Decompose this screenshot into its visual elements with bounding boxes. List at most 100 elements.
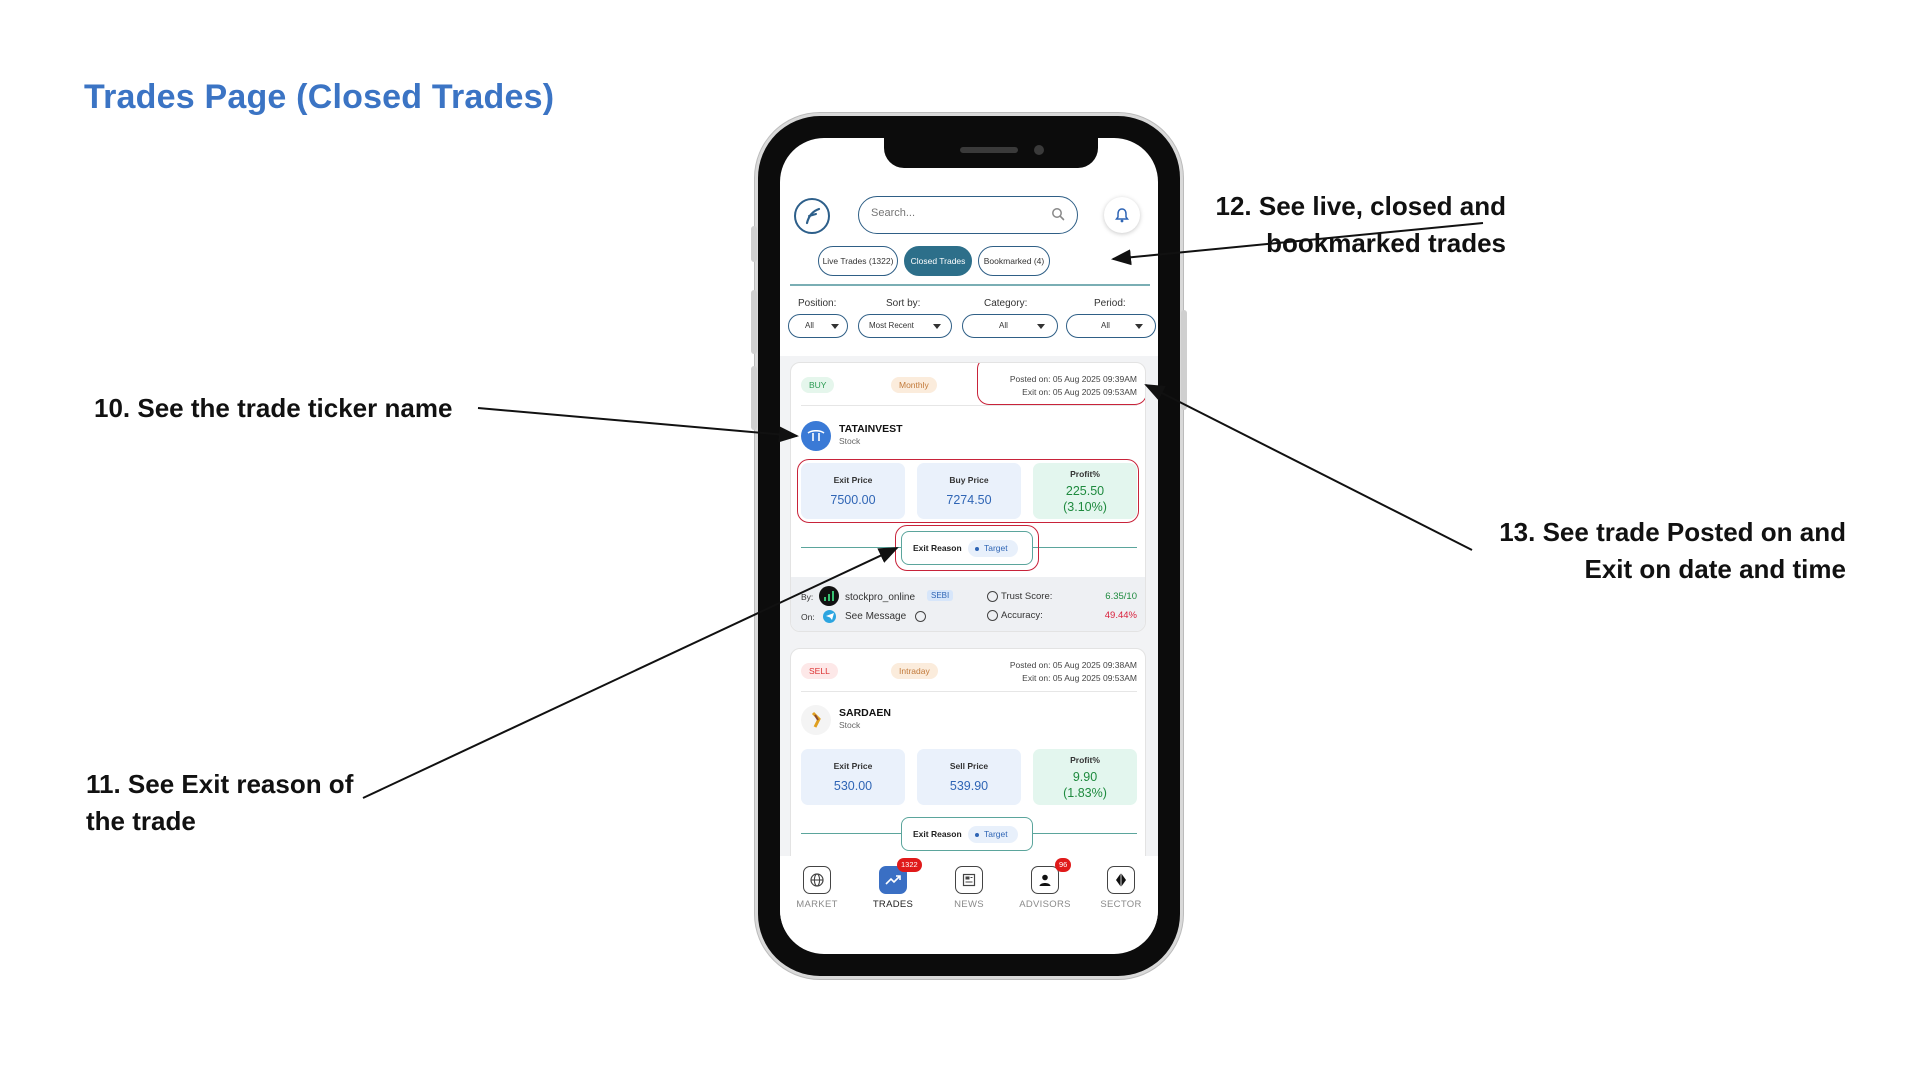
trade-dates: Posted on: 05 Aug 2025 09:39AM Exit on: … xyxy=(1010,373,1137,399)
trust-score-value: 6.35/10 xyxy=(1105,591,1137,602)
trade-card[interactable]: SELL Intraday Posted on: 05 Aug 2025 09:… xyxy=(790,648,1146,856)
entry-price-box: Sell Price 539.90 xyxy=(917,749,1021,805)
filter-value: All xyxy=(1101,321,1110,330)
exit-reason-tag: Target xyxy=(968,540,1018,557)
callout-exit-reason: 11. See Exit reason of the trade xyxy=(86,766,353,840)
callout-trade-tabs: 12. See live, closed and bookmarked trad… xyxy=(1216,188,1506,262)
on-label: On: xyxy=(801,612,815,622)
exit-reason: Exit Reason Target xyxy=(901,531,1033,565)
nav-advisors[interactable]: 96 ADVISORS xyxy=(1015,858,1075,910)
callout-text: bookmarked trades xyxy=(1266,228,1506,258)
person-icon[interactable] xyxy=(1031,866,1059,894)
ticker-name: SARDAEN xyxy=(839,707,891,719)
advisor-name[interactable]: stockpro_online xyxy=(845,592,916,603)
ticker-logo-icon xyxy=(801,421,831,451)
filter-bar: Position: All Sort by: Most Recent Categ… xyxy=(780,298,1158,348)
phone-screen: Live Trades (1322) Closed Trades Bookmar… xyxy=(780,138,1158,954)
filter-value: All xyxy=(805,321,814,330)
telegram-icon xyxy=(823,610,836,623)
info-icon[interactable] xyxy=(915,611,926,622)
callout-text: 10. See the trade ticker name xyxy=(94,393,453,423)
profit-percent: (1.83%) xyxy=(1063,786,1107,800)
phone-side-button xyxy=(751,366,757,430)
arrow-ticker xyxy=(477,407,799,443)
filter-value: All xyxy=(999,321,1008,330)
callout-posted-exit-dates: 13. See trade Posted on and Exit on date… xyxy=(1499,514,1846,588)
filter-label-period: Period: xyxy=(1094,298,1126,309)
nav-news[interactable]: NEWS xyxy=(939,866,999,910)
callout-text: the trade xyxy=(86,806,196,836)
trade-side-badge: SELL xyxy=(801,663,838,679)
entry-price-box: Buy Price 7274.50 xyxy=(917,463,1021,519)
trade-card[interactable]: BUY Monthly Posted on: 05 Aug 2025 09:39… xyxy=(790,362,1146,632)
trades-feed[interactable]: BUY Monthly Posted on: 05 Aug 2025 09:39… xyxy=(780,356,1158,856)
advisor-footer: By: stockpro_online SEBI On: See Message… xyxy=(791,577,1145,631)
by-label: By: xyxy=(801,592,814,602)
profit-box: Profit% 225.50 (3.10%) xyxy=(1033,463,1137,519)
nav-market[interactable]: MARKET xyxy=(787,866,847,910)
nav-label: SECTOR xyxy=(1100,899,1142,910)
nav-sector[interactable]: SECTOR xyxy=(1091,866,1151,910)
exit-price-value: 530.00 xyxy=(833,779,873,793)
phone-side-button xyxy=(1181,310,1187,410)
exit-reason-tag: Target xyxy=(968,826,1018,843)
exit-price-label: Exit Price xyxy=(833,475,873,485)
tab-closed-trades[interactable]: Closed Trades xyxy=(904,246,972,276)
page-title: Trades Page (Closed Trades) xyxy=(84,78,555,116)
filter-label-sort: Sort by: xyxy=(886,298,921,309)
nav-label: TRADES xyxy=(872,899,914,910)
exit-price-label: Exit Price xyxy=(833,761,873,771)
trades-count-badge: 1322 xyxy=(897,858,922,872)
sebi-badge: SEBI xyxy=(927,590,954,601)
profit-box: Profit% 9.90 (1.83%) xyxy=(1033,749,1137,805)
exit-on-date: Exit on: 05 Aug 2025 09:53AM xyxy=(1022,387,1137,397)
profit-percent: (3.10%) xyxy=(1063,500,1107,514)
profit-label: Profit% xyxy=(1070,469,1100,479)
exit-on-date: Exit on: 05 Aug 2025 09:53AM xyxy=(1022,673,1137,683)
callout-text: 11. See Exit reason of xyxy=(86,769,354,799)
filter-position-select[interactable]: All xyxy=(788,314,848,338)
info-icon[interactable] xyxy=(987,610,998,621)
trade-period-badge: Intraday xyxy=(891,663,938,679)
search-bar[interactable] xyxy=(858,196,1078,234)
notifications-bell-icon[interactable] xyxy=(1104,197,1140,233)
accuracy-value: 49.44% xyxy=(1104,610,1137,621)
accuracy-label: Accuracy: xyxy=(1001,610,1043,621)
filter-period-select[interactable]: All xyxy=(1066,314,1156,338)
entry-price-value: 7274.50 xyxy=(946,493,992,507)
posted-on-date: Posted on: 05 Aug 2025 09:39AM xyxy=(1009,374,1137,384)
tab-live-trades[interactable]: Live Trades (1322) xyxy=(818,246,898,276)
diamond-icon[interactable] xyxy=(1107,866,1135,894)
tab-bookmarked[interactable]: Bookmarked (4) xyxy=(978,246,1050,276)
chevron-down-icon xyxy=(1135,324,1143,329)
trade-period-badge: Monthly xyxy=(891,377,937,393)
exit-price-box: Exit Price 7500.00 xyxy=(801,463,905,519)
highlight-dates xyxy=(977,363,1145,405)
trade-side-badge: BUY xyxy=(801,377,835,393)
filter-category-select[interactable]: All xyxy=(962,314,1058,338)
see-message-link[interactable]: See Message xyxy=(845,611,907,622)
nav-label: NEWS xyxy=(954,899,984,910)
nav-trades[interactable]: 1322 TRADES xyxy=(863,858,923,910)
app-logo-icon[interactable] xyxy=(794,198,830,234)
phone-notch xyxy=(884,138,1098,168)
exit-price-box: Exit Price 530.00 xyxy=(801,749,905,805)
ticker-type: Stock xyxy=(839,720,861,730)
exit-reason-label: Exit Reason xyxy=(913,829,962,839)
search-input[interactable] xyxy=(869,206,1043,220)
entry-price-label: Buy Price xyxy=(949,475,989,485)
chevron-down-icon xyxy=(1037,324,1045,329)
ticker-type: Stock xyxy=(839,436,861,446)
globe-icon[interactable] xyxy=(803,866,831,894)
phone-side-button xyxy=(751,226,757,262)
advisor-avatar[interactable] xyxy=(819,586,839,606)
tabs-divider xyxy=(790,284,1150,286)
bottom-navigation: MARKET 1322 TRADES NEWS 96 ADVI xyxy=(780,858,1158,930)
filter-sort-select[interactable]: Most Recent xyxy=(858,314,952,338)
search-icon[interactable] xyxy=(1051,207,1065,226)
advisors-count-badge: 96 xyxy=(1055,858,1072,872)
ticker-name: TATAINVEST xyxy=(839,423,903,435)
info-icon[interactable] xyxy=(987,591,998,602)
entry-price-label: Sell Price xyxy=(949,761,989,771)
newspaper-icon[interactable] xyxy=(955,866,983,894)
